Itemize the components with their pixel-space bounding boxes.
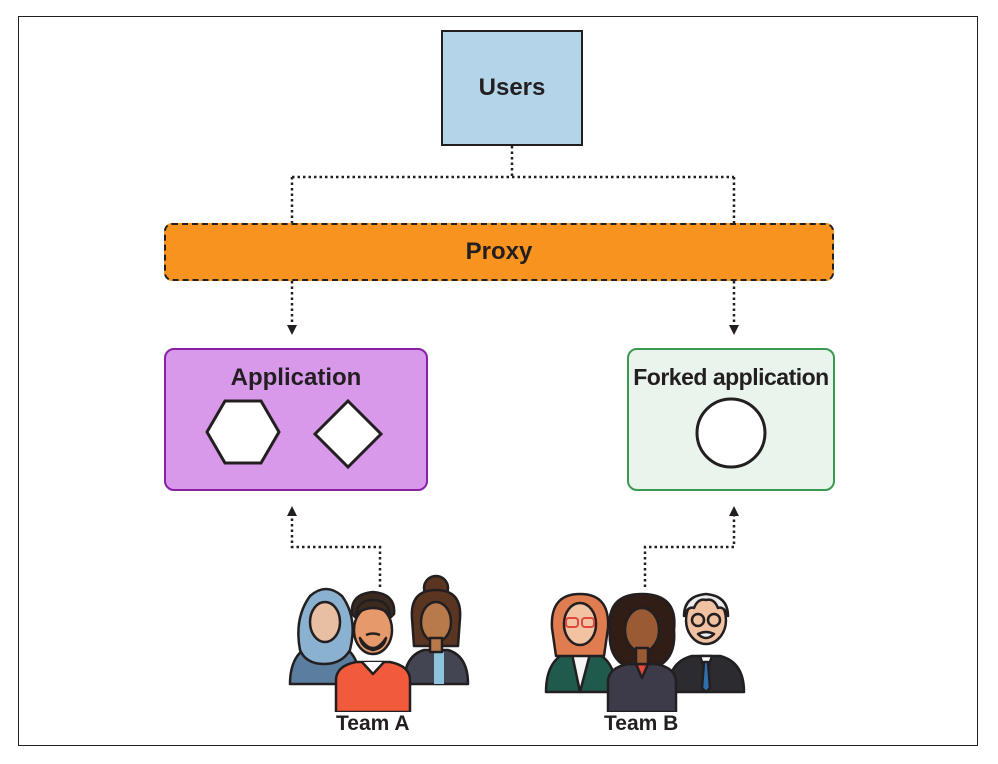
proxy-bar: Proxy [164,223,834,281]
team-b-label: Team B [604,712,679,735]
users-box: Users [441,30,583,146]
team-b-people-icon [544,591,746,712]
team-b-to-forked-arrow [643,506,739,587]
users-label: Users [478,74,546,101]
users-connector [290,146,736,223]
circle-shape [695,397,767,469]
team-a-people-icon [288,574,470,712]
team-a-label: Team A [336,712,410,735]
figure-frame [18,16,978,746]
application-label: Application [230,364,362,391]
hexagon-shape [205,399,281,465]
forked-application-label: Forked application [633,364,829,390]
diamond-shape [312,398,384,470]
application-box: Application [164,348,428,491]
team-a-to-application-arrow [287,506,382,587]
proxy-label: Proxy [465,238,533,265]
